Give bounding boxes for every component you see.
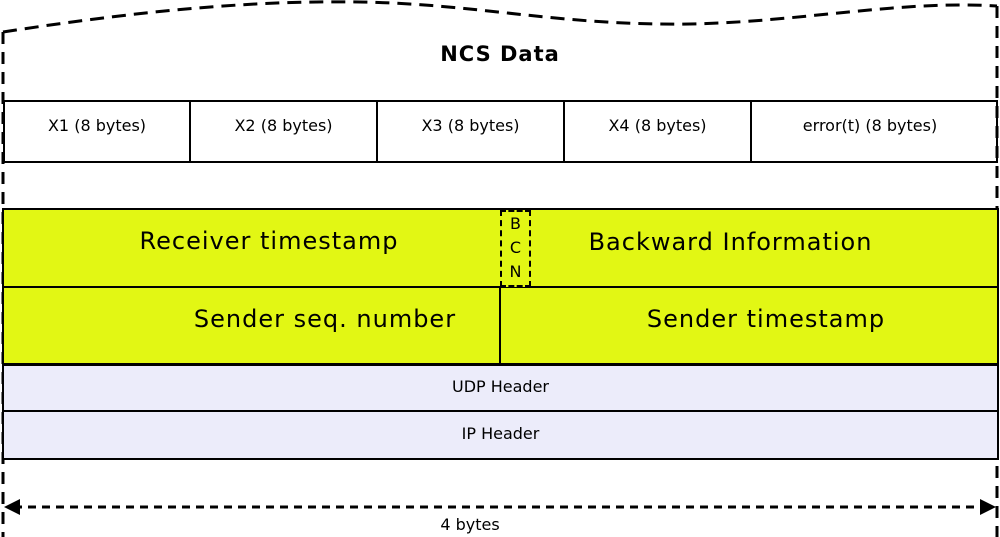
- bcn-flag: B C N: [500, 210, 531, 287]
- field-x3-label: X3 (8 bytes): [421, 116, 520, 135]
- udp-header-row: UDP Header: [2, 364, 999, 412]
- width-label: 4 bytes: [440, 515, 500, 534]
- udp-header-label: UDP Header: [451, 377, 550, 396]
- receiver-timestamp-field: Receiver timestamp: [139, 227, 399, 255]
- sender-timestamp-field: Sender timestamp: [646, 305, 886, 333]
- backward-information-field: Backward Information: [588, 228, 873, 256]
- sender-seq-number-field: Sender seq. number: [193, 305, 457, 333]
- field-error: error(t) (8 bytes): [750, 100, 998, 163]
- field-x3: X3 (8 bytes): [376, 100, 563, 163]
- ip-header-row: IP Header: [2, 410, 999, 460]
- wavy-top-border: [2, 0, 998, 34]
- bcn-letter-c: C: [509, 238, 522, 257]
- bcn-letter-b: B: [510, 214, 521, 233]
- field-x2-label: X2 (8 bytes): [234, 116, 333, 135]
- dimension-arrowhead-right: [980, 499, 996, 515]
- bcn-letter-n: N: [509, 262, 522, 281]
- field-x4-label: X4 (8 bytes): [608, 116, 707, 135]
- ncs-data-title: NCS Data: [440, 42, 560, 66]
- field-x1: X1 (8 bytes): [3, 100, 189, 163]
- field-error-label: error(t) (8 bytes): [802, 116, 938, 135]
- header-column-divider: [499, 286, 501, 364]
- field-x4: X4 (8 bytes): [563, 100, 750, 163]
- dimension-arrowhead-left: [4, 499, 20, 515]
- field-x2: X2 (8 bytes): [189, 100, 376, 163]
- ip-header-label: IP Header: [461, 424, 540, 443]
- field-x1-label: X1 (8 bytes): [47, 116, 147, 135]
